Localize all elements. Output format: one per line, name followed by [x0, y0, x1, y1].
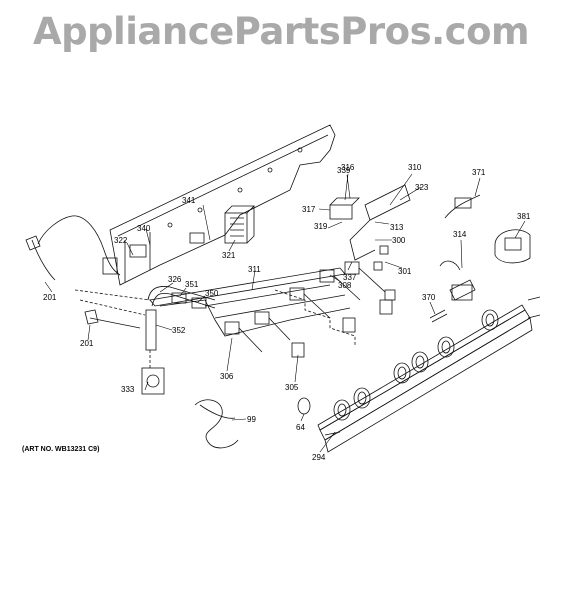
- part-label: 333: [121, 385, 135, 394]
- part-label: 319: [314, 222, 328, 231]
- part-label: 321: [222, 251, 236, 260]
- part-label: 371: [472, 168, 486, 177]
- part-label: 313: [390, 223, 404, 232]
- part-label: 201: [80, 339, 94, 348]
- part-label: 301: [398, 267, 412, 276]
- part-label: 370: [422, 293, 436, 302]
- part-label: 306: [220, 372, 234, 381]
- part-label: 339: [337, 166, 351, 175]
- part-label: 341: [182, 196, 196, 205]
- part-label: 314: [453, 230, 467, 239]
- part-label: 352: [172, 326, 186, 335]
- part-label: 311: [248, 265, 261, 274]
- part-label: 326: [168, 275, 182, 284]
- part-label: 64: [296, 423, 305, 432]
- art-number: (ART NO. WB13231 C9): [22, 446, 100, 453]
- part-label: 381: [517, 212, 531, 221]
- part-label: 340: [137, 224, 151, 233]
- part-label: 351: [185, 280, 199, 289]
- part-label: 316: [341, 163, 355, 172]
- part-label: 317: [302, 205, 316, 214]
- part-label: 201: [43, 293, 57, 302]
- part-label: 99: [247, 415, 256, 424]
- part-label: 323: [415, 183, 429, 192]
- part-label: 300: [392, 236, 406, 245]
- part-label: 308: [338, 281, 352, 290]
- part-label: 294: [312, 453, 326, 462]
- part-label: 350: [205, 289, 219, 298]
- part-label: 310: [408, 163, 422, 172]
- part-label: 305: [285, 383, 299, 392]
- site-watermark: AppliancePartsPros.com: [32, 10, 530, 53]
- part-label: 322: [114, 236, 128, 245]
- part-label: 337: [343, 273, 357, 282]
- part-labels: 201 201 294 300 301 305 306 308 310 311 …: [43, 163, 531, 462]
